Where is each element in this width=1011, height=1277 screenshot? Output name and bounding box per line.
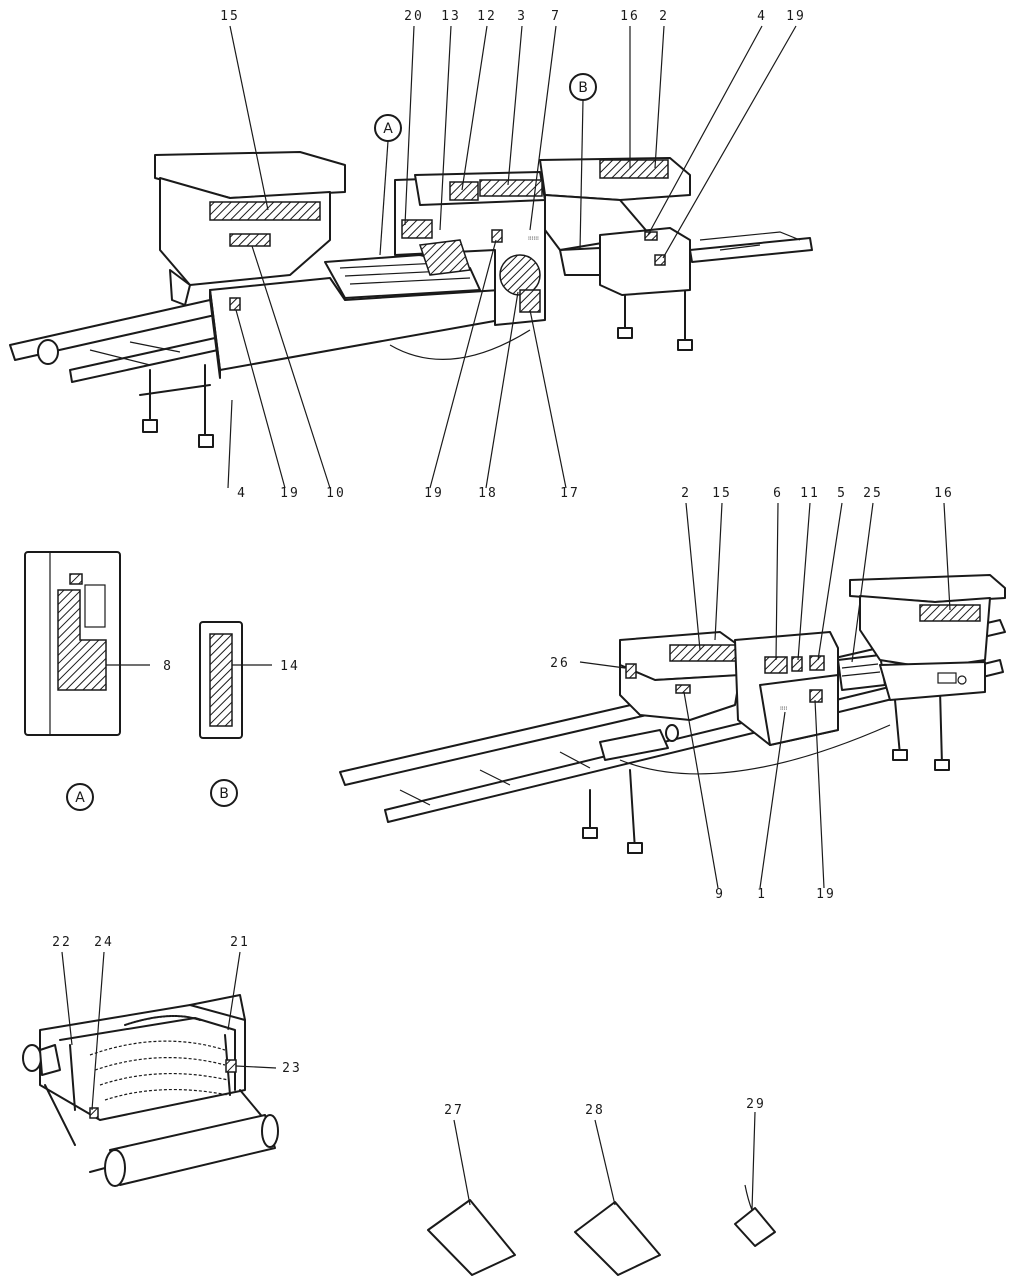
svg-text:∷∷: ∷∷ bbox=[780, 705, 787, 712]
callout-22: 22 bbox=[52, 935, 72, 950]
svg-text:∷∷∷: ∷∷∷ bbox=[528, 235, 539, 242]
label-plate-13 bbox=[401, 219, 433, 239]
label-plate-4-top bbox=[644, 231, 658, 241]
top-left-roller bbox=[37, 339, 59, 365]
callout-29: 29 bbox=[746, 1097, 766, 1112]
top-bottom-labels: 4 19 10 19 18 17 bbox=[227, 239, 580, 501]
callout-19-lower: 19 bbox=[280, 486, 300, 501]
callout-18: 18 bbox=[478, 486, 498, 501]
middle-machine: ∷∷ bbox=[339, 574, 1006, 854]
mid-label-plate-2 bbox=[669, 644, 739, 662]
top-machine: ∷∷∷ bbox=[9, 151, 813, 448]
detail-a-caption: A bbox=[75, 790, 85, 806]
callout-4-lower: 4 bbox=[237, 486, 247, 501]
roller-assembly bbox=[22, 994, 279, 1187]
mid-label-plate-19 bbox=[809, 689, 823, 703]
callout-26: 26 bbox=[550, 656, 570, 671]
callout-23: 23 bbox=[282, 1061, 302, 1076]
middle-bottom-labels: 9 1 19 bbox=[683, 691, 836, 902]
tag-29 bbox=[734, 1207, 776, 1247]
marker-b-text: B bbox=[578, 80, 588, 96]
right-control-box bbox=[599, 227, 691, 296]
roller-knob bbox=[22, 1044, 42, 1072]
callout-25: 25 bbox=[863, 486, 883, 501]
mid-label-plate-11 bbox=[791, 656, 803, 672]
cards: 27 28 29 bbox=[427, 1097, 776, 1276]
callout-19-center: 19 bbox=[424, 486, 444, 501]
callout-24: 24 bbox=[94, 935, 114, 950]
callout-16: 16 bbox=[620, 9, 640, 24]
callout-14: 14 bbox=[280, 659, 300, 674]
marker-a-text: A bbox=[383, 121, 393, 137]
callout-12: 12 bbox=[477, 9, 497, 24]
card-28 bbox=[574, 1201, 661, 1276]
detail-a: 8 A bbox=[24, 551, 173, 811]
callout-8: 8 bbox=[163, 659, 173, 674]
label-plate-16-top bbox=[599, 159, 669, 179]
label-plate-15 bbox=[209, 201, 321, 221]
label-plate-10 bbox=[229, 233, 271, 247]
callout-10: 10 bbox=[326, 486, 346, 501]
roller-cylinder bbox=[109, 1114, 276, 1186]
callout-3: 3 bbox=[517, 9, 527, 24]
top-right-legs bbox=[624, 289, 686, 346]
callout-9: 9 bbox=[715, 887, 725, 902]
callout-17: 17 bbox=[560, 486, 580, 501]
callout-7: 7 bbox=[551, 9, 561, 24]
mid-label-plate-9 bbox=[675, 684, 691, 694]
callout-15-mid: 15 bbox=[712, 486, 732, 501]
callout-5: 5 bbox=[837, 486, 847, 501]
label-plate-20 bbox=[418, 239, 472, 276]
callout-16-mid: 16 bbox=[934, 486, 954, 501]
callout-20: 20 bbox=[404, 9, 424, 24]
callout-2: 2 bbox=[659, 9, 669, 24]
top-labels: 15 20 13 12 3 7 16 2 4 19 bbox=[220, 9, 806, 259]
callout-2-mid: 2 bbox=[681, 486, 691, 501]
marker-a-top: A bbox=[374, 114, 402, 256]
callout-4: 4 bbox=[757, 9, 767, 24]
callout-21: 21 bbox=[230, 935, 250, 950]
callout-28: 28 bbox=[585, 1103, 605, 1118]
callout-13: 13 bbox=[441, 9, 461, 24]
label-plate-19-right bbox=[654, 254, 666, 266]
mid-right-hopper-lid bbox=[849, 574, 1006, 603]
label-plate-12 bbox=[449, 181, 479, 201]
callout-19: 19 bbox=[786, 9, 806, 24]
label-plate-19-left bbox=[229, 297, 241, 311]
detail-b-caption: B bbox=[219, 786, 229, 802]
label-plate-19-center bbox=[491, 229, 503, 243]
middle-labels: 2 15 6 11 5 25 16 26 bbox=[550, 486, 954, 671]
mid-label-plate-26 bbox=[625, 663, 637, 679]
callout-6: 6 bbox=[773, 486, 783, 501]
label-plate-17 bbox=[519, 289, 541, 313]
detail-b: 14 B bbox=[199, 621, 300, 807]
top-right-rail bbox=[689, 237, 813, 263]
callout-11: 11 bbox=[800, 486, 820, 501]
roller-labels: 22 24 21 23 bbox=[52, 935, 302, 1111]
callout-19-mid: 19 bbox=[816, 887, 836, 902]
callout-27: 27 bbox=[444, 1103, 464, 1118]
label-plate-3 bbox=[479, 179, 543, 197]
callout-15: 15 bbox=[220, 9, 240, 24]
left-hopper-lid bbox=[154, 151, 346, 199]
marker-b-top: B bbox=[569, 73, 597, 251]
label-disc-18 bbox=[499, 254, 541, 296]
card-27 bbox=[427, 1199, 516, 1276]
mid-label-plate-5 bbox=[809, 655, 825, 671]
callout-1: 1 bbox=[757, 887, 767, 902]
